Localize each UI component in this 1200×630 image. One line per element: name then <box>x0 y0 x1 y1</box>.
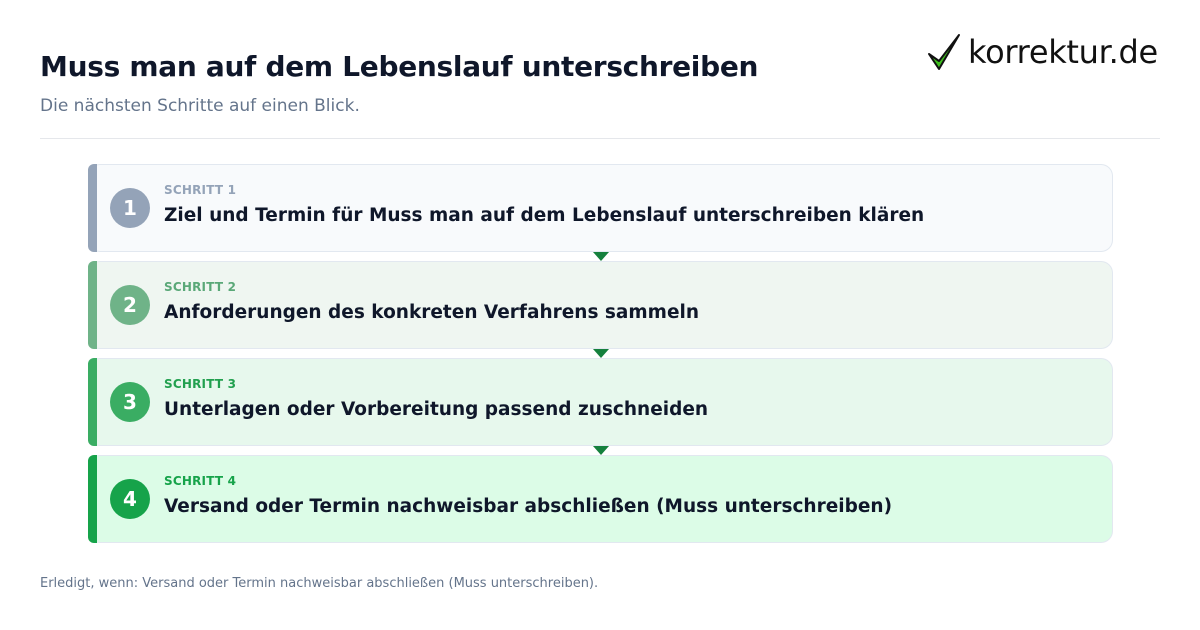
step-text: Ziel und Termin für Muss man auf dem Leb… <box>164 205 925 226</box>
step-card-2: 2 SCHRITT 2 Anforderungen des konkreten … <box>88 261 1113 349</box>
step-text: Unterlagen oder Vorbereitung passend zus… <box>164 399 709 420</box>
connector-arrow-icon <box>593 252 609 261</box>
step-accent-bar <box>88 455 97 543</box>
checkmark-icon <box>928 34 960 70</box>
connector-arrow-icon <box>593 446 609 455</box>
brand-logo: korrektur.de <box>926 30 1158 74</box>
step-card-1: 1 SCHRITT 1 Ziel und Termin für Muss man… <box>88 164 1113 252</box>
step-label: SCHRITT 3 <box>164 377 237 391</box>
step-card-4: 4 SCHRITT 4 Versand oder Termin nachweis… <box>88 455 1113 543</box>
page-title: Muss man auf dem Lebenslauf unterschreib… <box>40 50 759 83</box>
connector-arrow-icon <box>593 349 609 358</box>
step-label: SCHRITT 4 <box>164 474 237 488</box>
step-accent-bar <box>88 164 97 252</box>
step-card-3: 3 SCHRITT 3 Unterlagen oder Vorbereitung… <box>88 358 1113 446</box>
step-number-badge: 4 <box>110 479 150 519</box>
step-accent-bar <box>88 261 97 349</box>
page-subtitle: Die nächsten Schritte auf einen Blick. <box>40 96 360 116</box>
step-label: SCHRITT 2 <box>164 280 237 294</box>
brand-name: korrektur.de <box>968 33 1158 71</box>
step-number-badge: 1 <box>110 188 150 228</box>
header-divider <box>40 138 1160 139</box>
completion-note: Erledigt, wenn: Versand oder Termin nach… <box>40 576 599 591</box>
step-text: Anforderungen des konkreten Verfahrens s… <box>164 302 700 323</box>
step-number-badge: 3 <box>110 382 150 422</box>
step-accent-bar <box>88 358 97 446</box>
step-label: SCHRITT 1 <box>164 183 237 197</box>
step-number-badge: 2 <box>110 285 150 325</box>
step-text: Versand oder Termin nachweisbar abschlie… <box>164 496 893 517</box>
